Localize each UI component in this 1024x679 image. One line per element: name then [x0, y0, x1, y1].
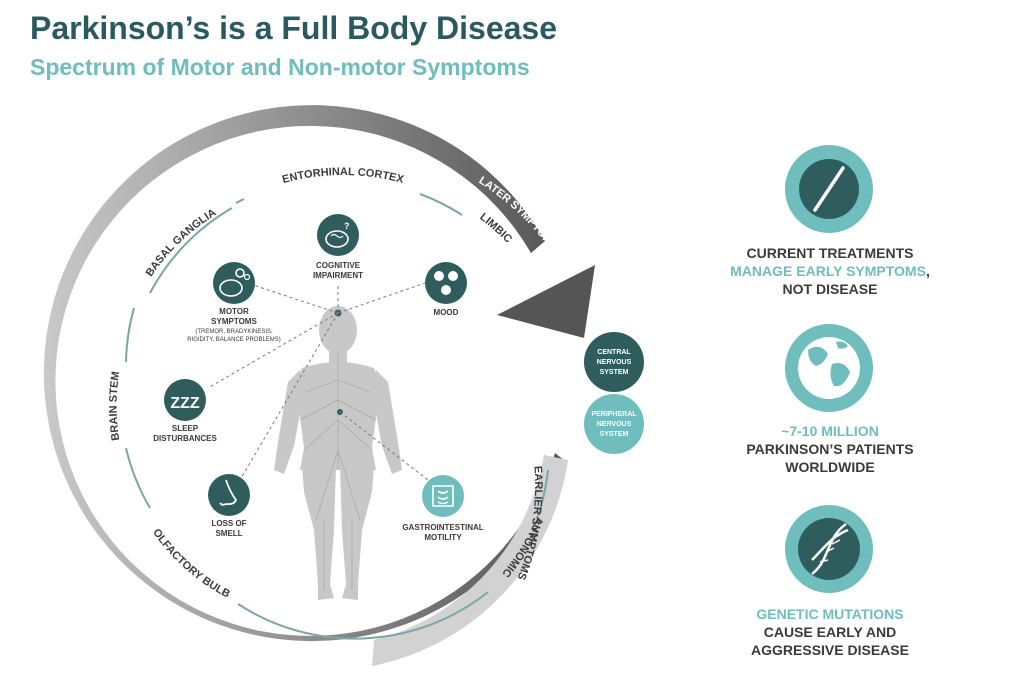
nerve-lines — [299, 350, 377, 590]
region-basal-ganglia: BASAL GANGLIA — [144, 207, 219, 279]
svg-text:SYSTEM: SYSTEM — [600, 369, 629, 376]
loss-of-smell-node — [208, 474, 250, 516]
sleep-label-1: SLEEP — [172, 424, 199, 433]
smell-label-1: LOSS OF — [211, 519, 246, 528]
gi-label-2: MOTILITY — [424, 533, 462, 542]
motor-label-2: SYMPTOMS — [211, 317, 257, 326]
cognitive-label-1: COGNITIVE — [316, 261, 361, 270]
earlier-symptoms-arrow — [372, 455, 568, 666]
central-nervous-system-node: CENTRAL NERVOUS SYSTEM — [584, 332, 644, 392]
human-body-figure — [274, 306, 402, 600]
mood-faces-icon — [434, 271, 458, 295]
mood-node — [425, 262, 467, 304]
peripheral-nervous-system-node: PERIPHERAL NERVOUS SYSTEM — [584, 394, 644, 454]
region-ring — [125, 193, 549, 640]
gastrointestinal-motility-node — [422, 475, 464, 517]
motor-detail-2: RIGIDITY, BALANCE PROBLEMS) — [187, 337, 281, 343]
svg-text:?: ? — [344, 221, 350, 231]
treatments-callout: CURRENT TREATMENTS MANAGE EARLY SYMPTOMS… — [730, 245, 930, 297]
cognitive-label-2: IMPAIRMENT — [313, 271, 363, 280]
zzz-icon: ZZZ — [170, 395, 200, 412]
sleep-disturbances-node: ZZZ — [164, 379, 206, 421]
brain-question-icon: ? — [325, 221, 350, 248]
page-title: Parkinson’s is a Full Body Disease — [30, 10, 558, 46]
intestine-icon — [432, 485, 454, 507]
page-subtitle: Spectrum of Motor and Non-motor Symptoms — [30, 54, 530, 80]
svg-text:NERVOUS: NERVOUS — [597, 421, 632, 428]
mood-label: MOOD — [434, 308, 459, 317]
dna-icon — [785, 505, 873, 593]
svg-text:CENTRAL: CENTRAL — [597, 349, 631, 356]
motor-label-1: MOTOR — [219, 307, 249, 316]
gi-label-1: GASTROINTESTINAL — [402, 523, 483, 532]
cognitive-impairment-node: ? — [317, 214, 359, 256]
motor-detail-1: (TREMOR, BRADYKINESIS, — [195, 329, 273, 335]
pill-icon — [785, 145, 873, 233]
region-brain-stem: BRAIN STEM — [108, 371, 123, 442]
motor-symptoms-node — [213, 262, 255, 304]
svg-text:SYSTEM: SYSTEM — [600, 431, 629, 438]
brain-gear-icon — [219, 268, 251, 297]
connector-lines — [207, 281, 429, 481]
genetics-callout: GENETIC MUTATIONS CAUSE EARLY AND AGGRES… — [751, 606, 909, 658]
later-symptoms-label: LATER SYMPTOMS — [477, 175, 559, 254]
globe-icon — [785, 324, 873, 412]
smell-label-2: SMELL — [215, 529, 242, 538]
svg-text:PERIPHERAL: PERIPHERAL — [591, 411, 637, 418]
patients-callout: ~7-10 MILLION PARKINSON’S PATIENTS WORLD… — [746, 423, 914, 475]
svg-text:NERVOUS: NERVOUS — [597, 359, 632, 366]
nose-icon — [219, 479, 238, 506]
region-entorhinal-cortex: ENTORHINAL CORTEX — [281, 166, 406, 186]
later-arrowhead — [497, 265, 595, 338]
sleep-label-2: DISTURBANCES — [153, 434, 217, 443]
